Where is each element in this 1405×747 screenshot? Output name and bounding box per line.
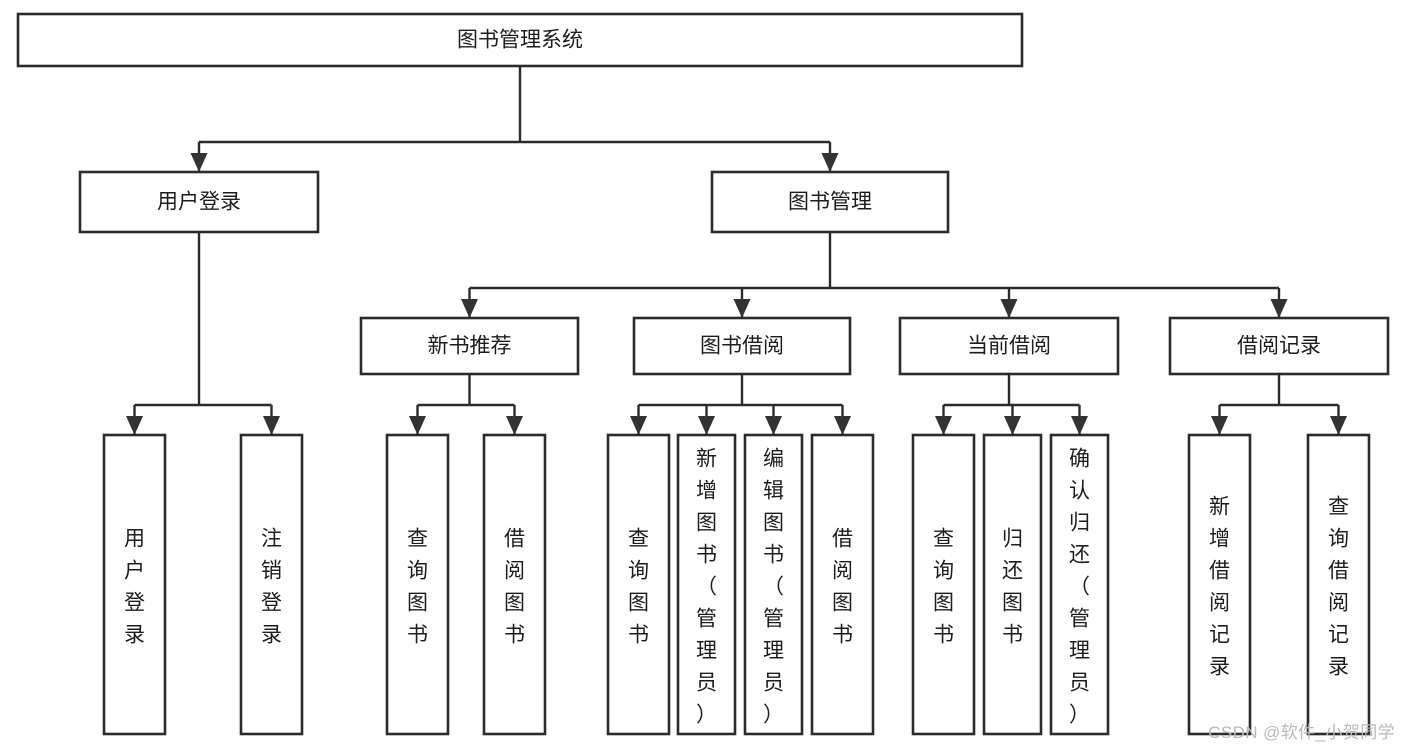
node-label: 借阅图书 — [832, 527, 853, 646]
node-label: 查询图书 — [933, 527, 954, 646]
node-label: 图书借阅 — [700, 335, 784, 358]
node-leaf-user-logout[interactable]: 注销登录 — [239, 433, 304, 736]
node-leaf-borrow-book-2[interactable]: 借阅图书 — [810, 433, 875, 736]
node-box[interactable] — [710, 170, 950, 234]
arrow-head-icon — [834, 416, 851, 435]
node-user-login[interactable]: 用户登录 — [78, 170, 320, 234]
node-box[interactable] — [359, 316, 580, 376]
node-leaf-query-book-2[interactable]: 查询图书 — [606, 433, 671, 736]
node-label: 新增借阅记录 — [1209, 495, 1230, 678]
csdn-watermark: CSDN @软件_小贺同学 — [1208, 723, 1395, 742]
node-box[interactable] — [911, 433, 976, 736]
node-box[interactable] — [982, 433, 1043, 736]
node-leaf-confirm-return[interactable]: 确认归还（管理员） — [1049, 433, 1110, 736]
arrow-head-icon — [935, 416, 952, 435]
node-label: 图书管理系统 — [457, 29, 583, 52]
node-box[interactable] — [1306, 433, 1371, 736]
node-root[interactable]: 图书管理系统 — [16, 12, 1024, 68]
arrow-head-icon — [1004, 416, 1021, 435]
node-label: 借阅记录 — [1237, 335, 1321, 358]
arrow-head-icon — [821, 153, 839, 172]
arrow-head-icon — [733, 299, 751, 318]
arrow-head-icon — [263, 416, 280, 435]
node-borrow-record[interactable]: 借阅记录 — [1168, 316, 1390, 376]
arrow-head-icon — [1270, 299, 1288, 318]
node-label: 新书推荐 — [428, 335, 512, 358]
arrow-head-icon — [630, 416, 647, 435]
node-leaf-edit-book[interactable]: 编辑图书（管理员） — [743, 433, 804, 736]
node-box[interactable] — [239, 433, 304, 736]
node-box[interactable] — [385, 433, 450, 736]
arrow-head-icon — [1071, 416, 1088, 435]
node-label: 查询图书 — [628, 527, 649, 646]
node-book-borrow[interactable]: 图书借阅 — [632, 316, 852, 376]
node-box[interactable] — [898, 316, 1120, 376]
node-label: 用户登录 — [157, 191, 241, 214]
node-box[interactable] — [1168, 316, 1390, 376]
node-box[interactable] — [743, 433, 804, 736]
node-box[interactable] — [78, 170, 320, 234]
arrow-head-icon — [1330, 416, 1347, 435]
node-box[interactable] — [1049, 433, 1110, 736]
node-leaf-return-book[interactable]: 归还图书 — [982, 433, 1043, 736]
node-label: 用户登录 — [124, 527, 145, 646]
node-box[interactable] — [16, 12, 1024, 68]
node-label: 编辑图书（管理员） — [763, 447, 784, 726]
node-label: 查询借阅记录 — [1328, 495, 1349, 678]
node-book-manage[interactable]: 图书管理 — [710, 170, 950, 234]
arrow-head-icon — [1000, 299, 1018, 318]
node-box[interactable] — [810, 433, 875, 736]
node-leaf-query-record[interactable]: 查询借阅记录 — [1306, 433, 1371, 736]
node-leaf-query-book-1[interactable]: 查询图书 — [385, 433, 450, 736]
node-new-book-recommend[interactable]: 新书推荐 — [359, 316, 580, 376]
node-box[interactable] — [606, 433, 671, 736]
arrow-head-icon — [1211, 416, 1228, 435]
node-label: 当前借阅 — [967, 335, 1051, 358]
arrow-head-icon — [698, 416, 715, 435]
node-label: 新增图书（管理员） — [696, 447, 717, 726]
node-current-borrow[interactable]: 当前借阅 — [898, 316, 1120, 376]
arrow-head-icon — [190, 153, 208, 172]
node-label: 归还图书 — [1002, 527, 1023, 646]
arrow-head-icon — [461, 299, 478, 318]
arrow-head-icon — [765, 416, 782, 435]
node-leaf-add-book[interactable]: 新增图书（管理员） — [676, 433, 737, 736]
node-label: 借阅图书 — [504, 527, 525, 646]
arrow-head-icon — [409, 416, 426, 435]
node-leaf-user-login[interactable]: 用户登录 — [102, 433, 167, 736]
node-box[interactable] — [102, 433, 167, 736]
node-box[interactable] — [1187, 433, 1252, 736]
node-label: 注销登录 — [261, 527, 282, 646]
node-leaf-add-record[interactable]: 新增借阅记录 — [1187, 433, 1252, 736]
node-leaf-borrow-book-1[interactable]: 借阅图书 — [482, 433, 547, 736]
node-label: 图书管理 — [788, 191, 872, 214]
arrow-head-icon — [506, 416, 523, 435]
arrow-head-icon — [126, 416, 143, 435]
node-box[interactable] — [676, 433, 737, 736]
node-label: 查询图书 — [407, 527, 428, 646]
node-label: 确认归还（管理员） — [1069, 447, 1090, 726]
node-box[interactable] — [482, 433, 547, 736]
node-box[interactable] — [632, 316, 852, 376]
node-leaf-query-book-3[interactable]: 查询图书 — [911, 433, 976, 736]
